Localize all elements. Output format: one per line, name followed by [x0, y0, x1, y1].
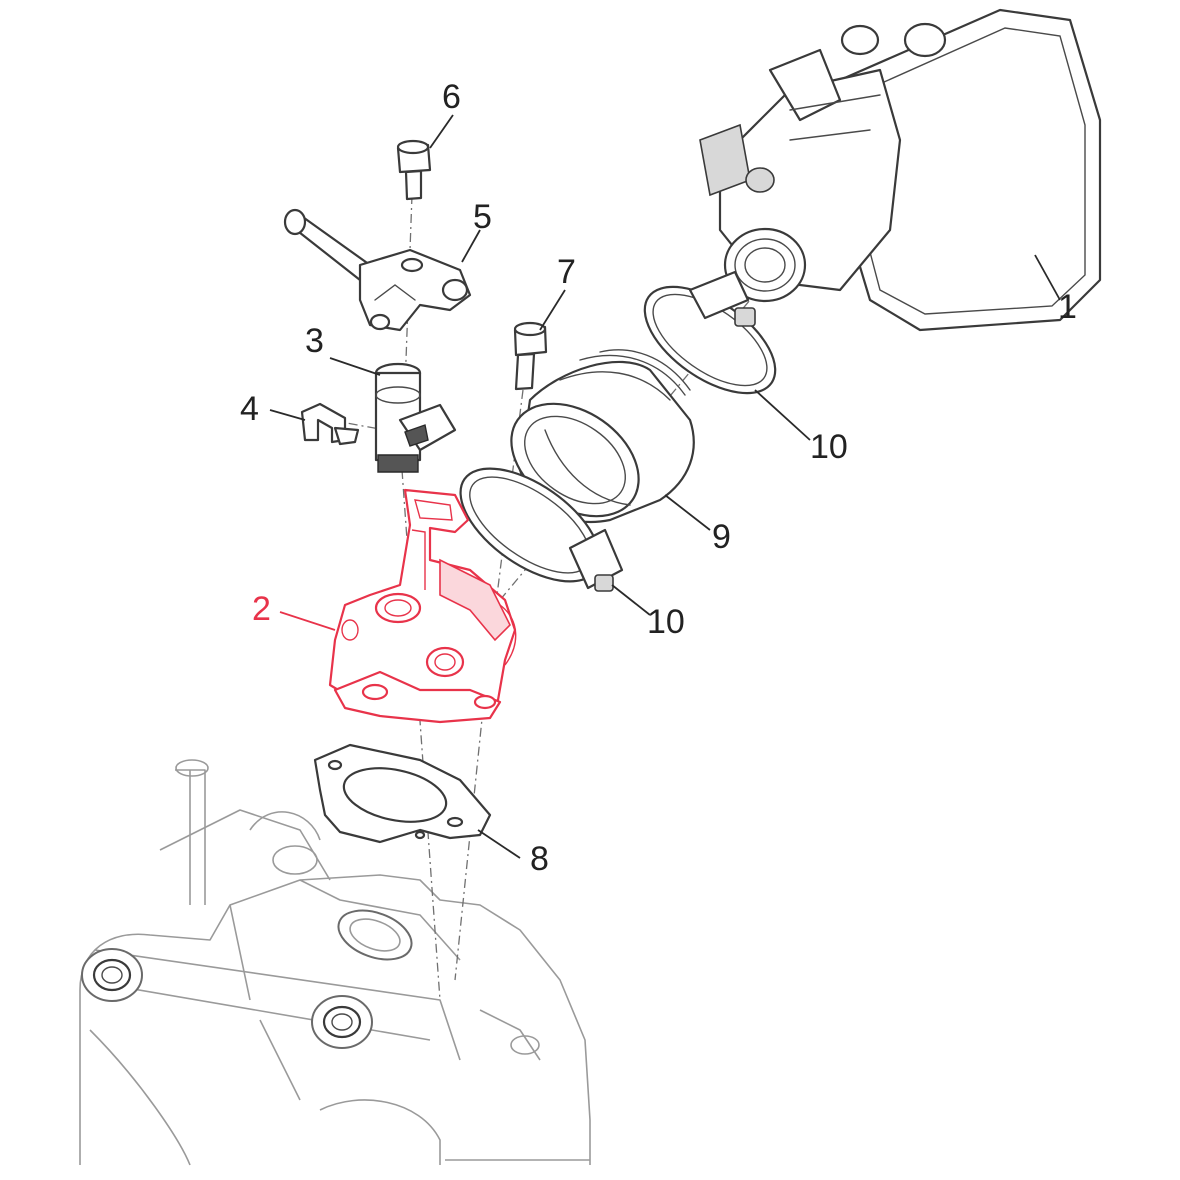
engine-bolt-left: [81, 948, 143, 1002]
callout-9: 9: [712, 518, 731, 556]
callout-7: 7: [557, 253, 576, 291]
leader-lines: [269, 114, 1061, 859]
part-5-fuel-rail-cap: [283, 208, 472, 332]
callout-4: 4: [240, 390, 259, 428]
callout-10-lower: 10: [647, 603, 685, 641]
engine-bolt-right: [311, 995, 373, 1049]
engine-cylinder-head: [79, 759, 591, 1166]
callout-2: 2: [252, 590, 271, 628]
part-6-bolt: [396, 139, 432, 201]
part-3-fuel-injector: [374, 362, 457, 473]
callout-6: 6: [442, 78, 461, 116]
part-7-bolt: [513, 321, 548, 391]
part-10-hose-clamp-upper: [643, 270, 777, 395]
part-1-throttle-body: [699, 8, 1102, 332]
part-10-hose-clamp-lower: [459, 467, 624, 592]
part-8-gasket: [313, 743, 492, 844]
callout-8: 8: [530, 840, 549, 878]
callout-5: 5: [473, 198, 492, 236]
callout-10-upper: 10: [810, 428, 848, 466]
part-4-injector-clip: [300, 402, 360, 446]
callout-labels: 1 2 3 4 5 6 7 8 9 10 10: [240, 78, 1077, 878]
part-2-intake-manifold: [328, 488, 517, 724]
callout-1: 1: [1058, 288, 1077, 326]
callout-3: 3: [305, 322, 324, 360]
